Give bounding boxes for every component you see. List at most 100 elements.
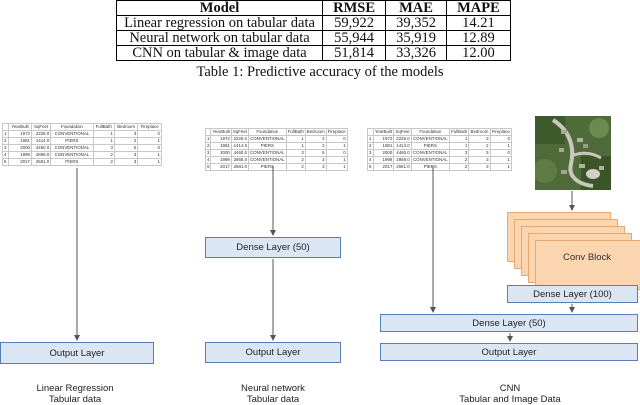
mini-table-cell: 2 [285,163,306,171]
caption-cnn-line2: Tabular and Image Data [459,394,561,405]
mini-table-cell: 2226.0 [31,130,52,138]
mini-table-cell: 1 [325,163,348,171]
mini-table-cell: 2 [113,137,139,145]
dense-layer-100: Dense Layer (100) [507,285,638,303]
mini-table-cell: 1998 [210,156,232,164]
mape-value: 12.89 [445,30,512,46]
mini-table-cell: 1972 [372,135,395,143]
mini-header-cell: FullBath [285,128,306,136]
mini-table-cell: 1998 [372,156,395,164]
mini-table-cell: 3 [285,149,306,157]
caption-linear-line1: Linear Regression [36,383,114,394]
mini-table-cell: 1972 [210,135,232,143]
mini-table-cell: 2868.0 [393,156,412,164]
mini-table-cell: 5 [468,149,491,157]
header-rmse: RMSE [321,0,387,16]
mape-value: 14.21 [445,15,512,31]
mae-value: 35,919 [385,30,447,46]
caption-cnn-line1: CNN [499,383,521,394]
caption-linear-line2: Tabular data [48,394,102,405]
mini-table-cell: 1998 [8,151,33,159]
mini-header-cell: SqFeet [31,123,52,131]
table-caption: Table 1: Predictive accuracy of the mode… [196,64,444,80]
model-name: Neural network on tabular data [116,30,323,46]
rmse-value: 59,922 [321,15,387,31]
mini-table-cell: 2 [304,142,327,150]
mini-table-cell: 1 [285,135,306,143]
rmse-value: 51,814 [321,45,387,61]
mini-table-cell: 2681.0 [230,163,250,171]
mini-table-cell: 1414.0 [230,142,250,150]
caption-neural-line2: Tabular data [246,394,300,405]
mini-table-cell: 5 [1,158,10,166]
mini-table-cell: 3 [113,151,139,159]
mini-table-cell: 1 [92,137,115,145]
header-mape: MAPE [445,0,512,16]
caption-linear: Linear Regression Tabular data [0,383,150,405]
mini-table-cell: 2681.0 [31,158,52,166]
mini-table-cell: 5 [113,144,139,152]
mini-table-cell: 2 [448,163,470,171]
mini-table-cell: 0 [137,144,162,152]
mini-table-cell: 0 [325,149,348,157]
mini-table-cell: 0 [489,149,513,157]
mini-table-cell: 2000 [372,149,395,157]
mini-table-cell: 1981 [372,142,395,150]
mini-table-cell: 2868.0 [230,156,250,164]
mini-header-cell: SqFeet [230,128,250,136]
mae-value: 33,326 [385,45,447,61]
mini-table-cell: 1 [325,156,348,164]
model-name: Linear regression on tabular data [116,15,323,31]
mini-header-cell: FullBath [448,128,470,136]
mini-header-cell: Bedroom [468,128,491,136]
mini-table-cell: 3 [468,163,491,171]
conv-block-layer-5 [535,240,640,290]
dense-layer-50-neural: Dense Layer (50) [205,237,341,258]
mini-table-cell: CONVENTIONAL [50,151,94,159]
mini-table-cell: PIERS [248,142,287,150]
mini-table-cell: PIERS [50,137,94,145]
mini-table-cell: 1 [137,137,162,145]
mini-header-cell: Bedroom [304,128,327,136]
conv-block-label: Conv Block [563,252,612,263]
results-table: Model RMSE MAE MAPE Linear regression on… [116,0,512,61]
table-row: CNN on tabular & image data 51,814 33,32… [116,45,512,61]
mini-table-cell: PIERS [248,163,287,171]
mini-header-cell: Fireplace [137,123,162,131]
mini-table-cell: 3 [304,156,327,164]
caption-cnn: CNN Tabular and Image Data [430,383,590,405]
mini-table-cell: 1972 [8,130,33,138]
mini-table-cell: 1 [92,130,115,138]
mini-table-cell: 0 [325,135,348,143]
mini-table-cell: 2017 [210,163,232,171]
mini-table-cell: 1981 [210,142,232,150]
mini-table-cell: CONVENTIONAL [248,156,287,164]
caption-neural: Neural network Tabular data [205,383,341,405]
mini-table-cell: CONVENTIONAL [50,130,94,138]
rmse-value: 55,944 [321,30,387,46]
table-row: Linear regression on tabular data 59,922… [116,15,512,31]
mini-table-cell: CONVENTIONAL [410,149,450,157]
mini-table-cell: 4460.0 [31,144,52,152]
dense-layer-50-cnn: Dense Layer (50) [380,314,638,332]
mini-table-cell: 3 [448,149,470,157]
mini-header-cell: YearBuilt [210,128,232,136]
mini-table-cell: 2017 [8,158,33,166]
mini-table-cell: 2 [285,156,306,164]
mini-table-cell: PIERS [410,163,450,171]
mini-table-cell: 2000 [8,144,33,152]
mae-value: 39,352 [385,15,447,31]
mini-table-cell: 1981 [8,137,33,145]
